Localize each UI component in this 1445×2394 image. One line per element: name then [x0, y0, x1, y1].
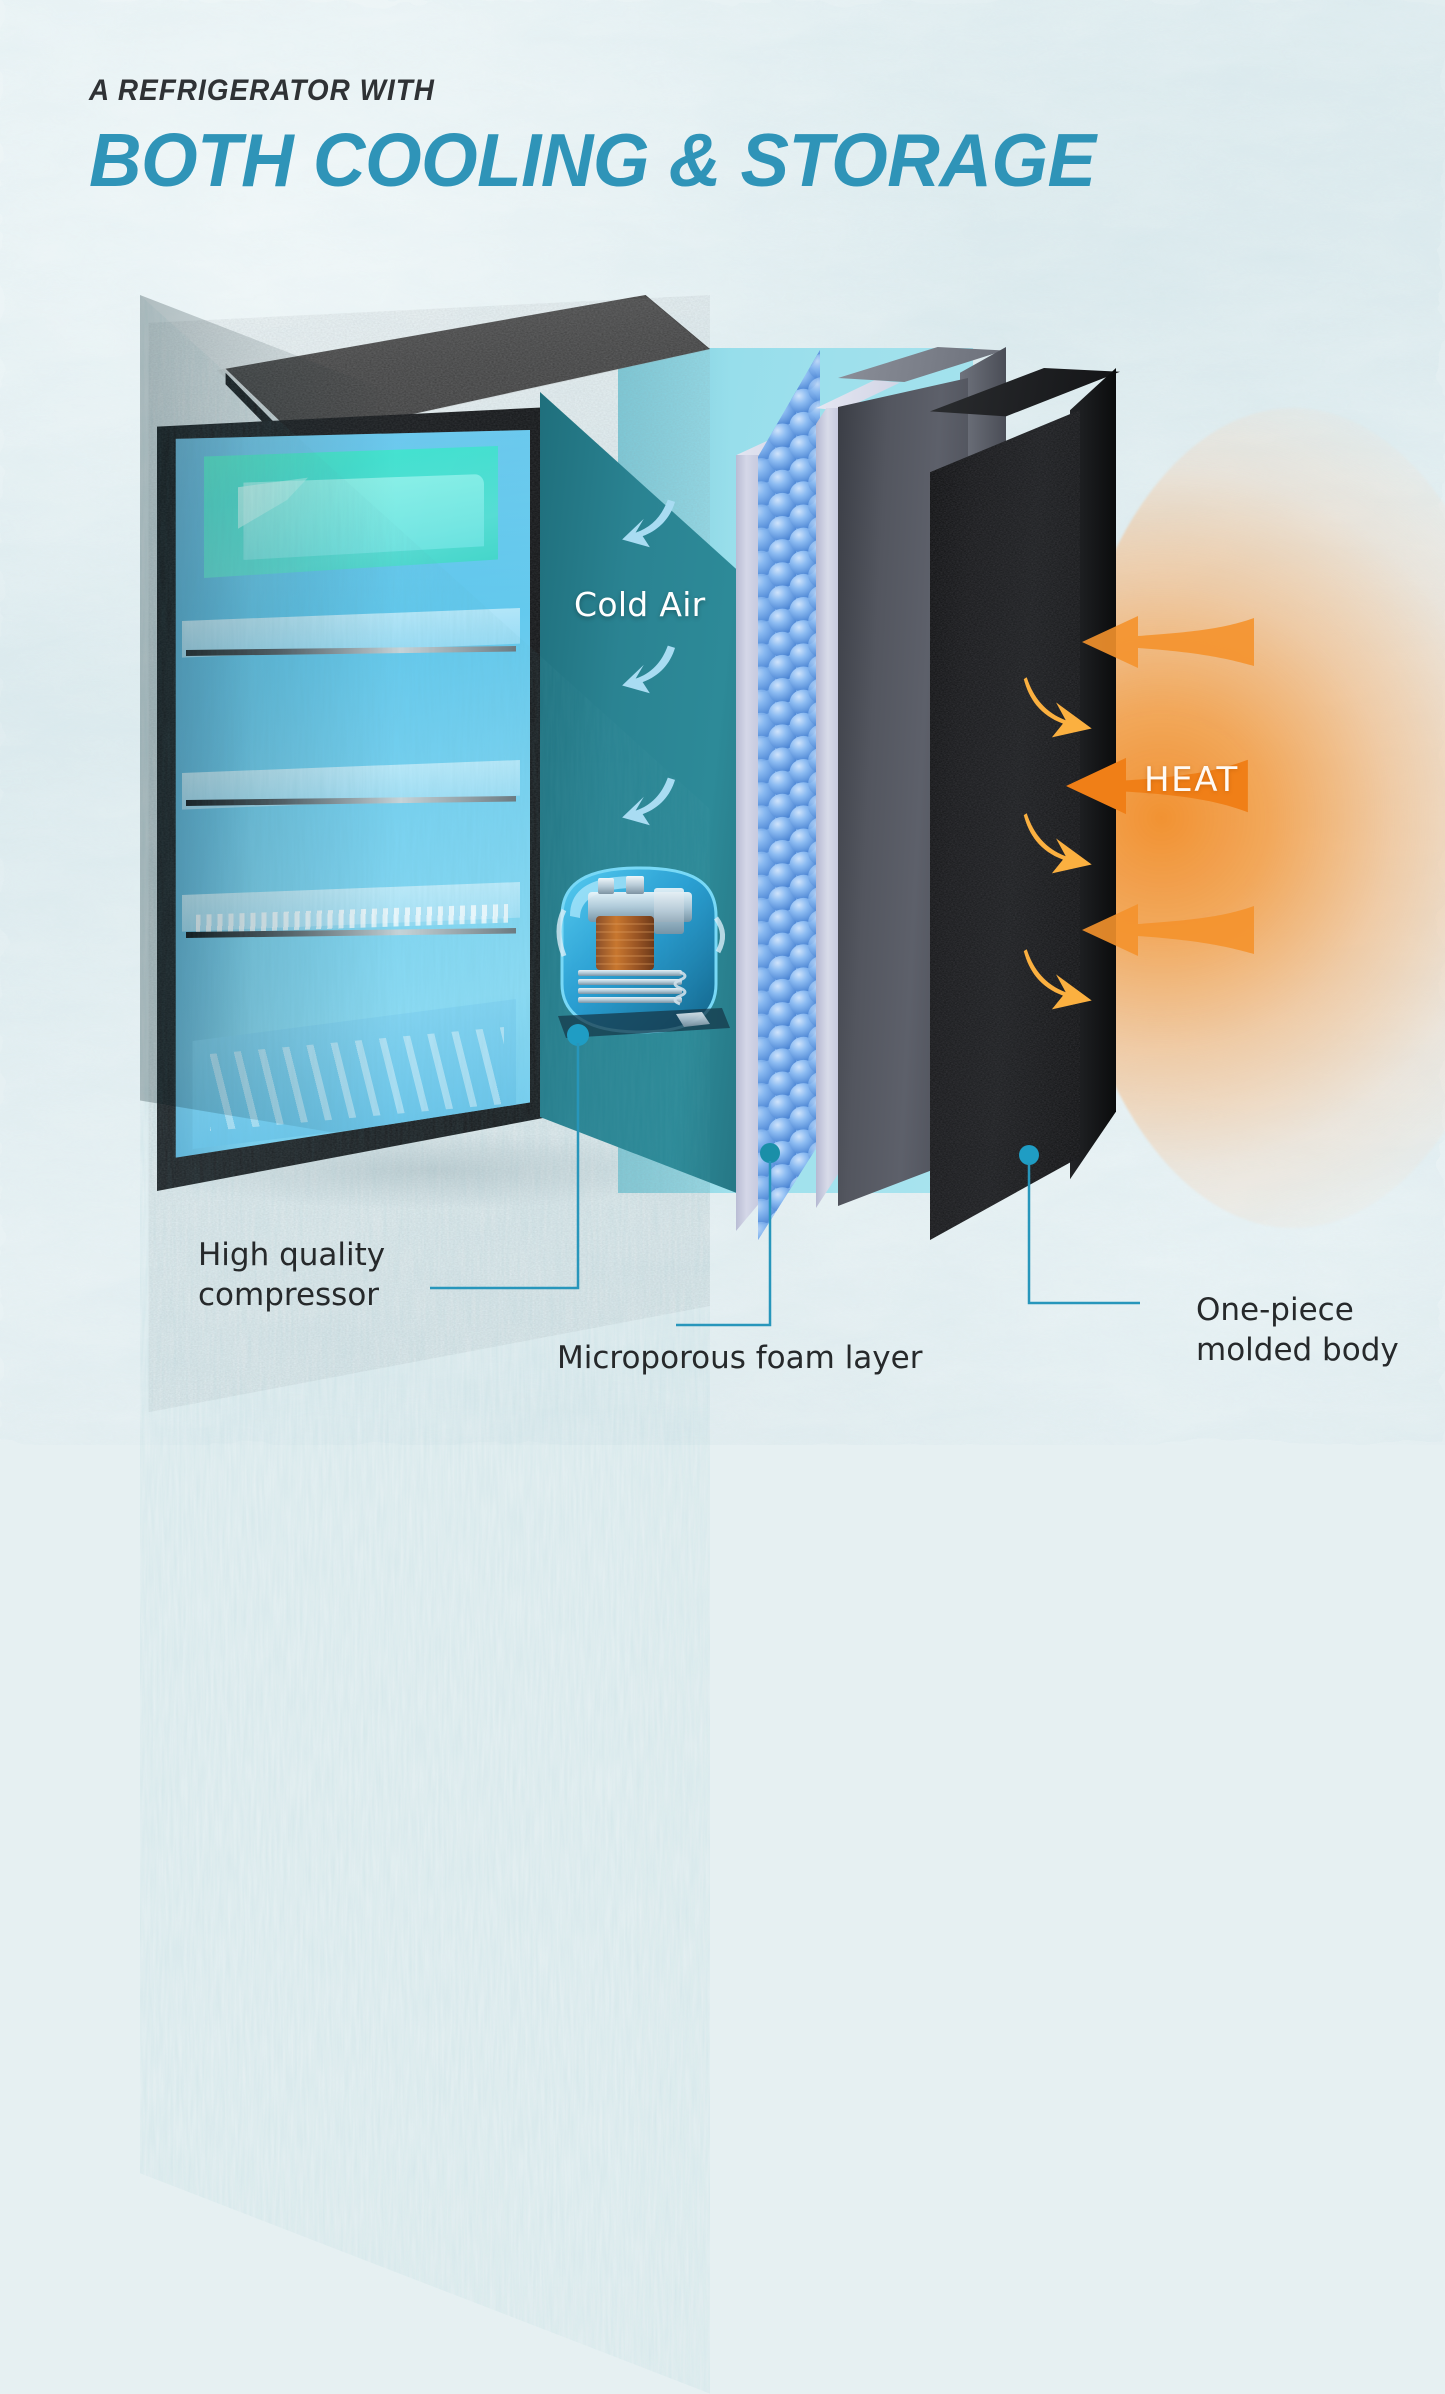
- caption-molded-body: One-piece molded body: [1196, 1290, 1445, 1371]
- callout-line-body: [1027, 1163, 1140, 1305]
- refrigerator-body: [140, 295, 760, 1195]
- foam-spheres-icon: [758, 350, 820, 1240]
- caption-foam: Microporous foam layer: [557, 1338, 977, 1378]
- caption-body-line2: molded body: [1196, 1332, 1399, 1369]
- caption-compressor: High quality compressor: [198, 1235, 498, 1316]
- heat-arrow-icon-1: [1082, 616, 1254, 668]
- caption-compressor-line1: High quality: [198, 1237, 386, 1273]
- heat-arrow-icon-3: [1082, 904, 1254, 956]
- cold-air-arrow-icon-2: [622, 645, 676, 694]
- heat-small-arrow-icon-3: [1023, 949, 1092, 1010]
- caption-compressor-line2: compressor: [198, 1277, 380, 1314]
- heat-label: HEAT: [1144, 760, 1239, 800]
- caption-foam-line1: Microporous foam layer: [557, 1340, 923, 1376]
- heat-small-arrow-icon-2: [1023, 813, 1092, 874]
- headline-block: A REFRIGERATOR WITH BOTH COOLING & STORA…: [89, 74, 1096, 202]
- compressor-unit-icon: [556, 866, 730, 1038]
- kicker-text: A REFRIGERATOR WITH: [89, 74, 435, 107]
- microporous-foam-layer: [758, 350, 820, 1240]
- outer-liner-panel: [816, 408, 842, 1208]
- inner-liner-panel: [736, 455, 762, 1231]
- cold-air-label: Cold Air: [574, 585, 706, 624]
- cold-air-arrow-icon-1: [622, 499, 676, 548]
- heat-glow: [1058, 408, 1445, 1228]
- diagram-scene: Cold Air: [140, 295, 1445, 1445]
- cold-air-arrow-icon-3: [622, 777, 676, 826]
- heat-small-arrow-icon-1: [1023, 677, 1092, 738]
- infographic-stage: A REFRIGERATOR WITH BOTH COOLING & STORA…: [0, 0, 1445, 1445]
- caption-body-line1: One-piece: [1196, 1292, 1354, 1328]
- molded-shell-texture-icon: [930, 410, 1080, 1240]
- page-title: BOTH COOLING & STORAGE: [89, 118, 1096, 202]
- heat-arrow-icon-2: [1066, 757, 1248, 815]
